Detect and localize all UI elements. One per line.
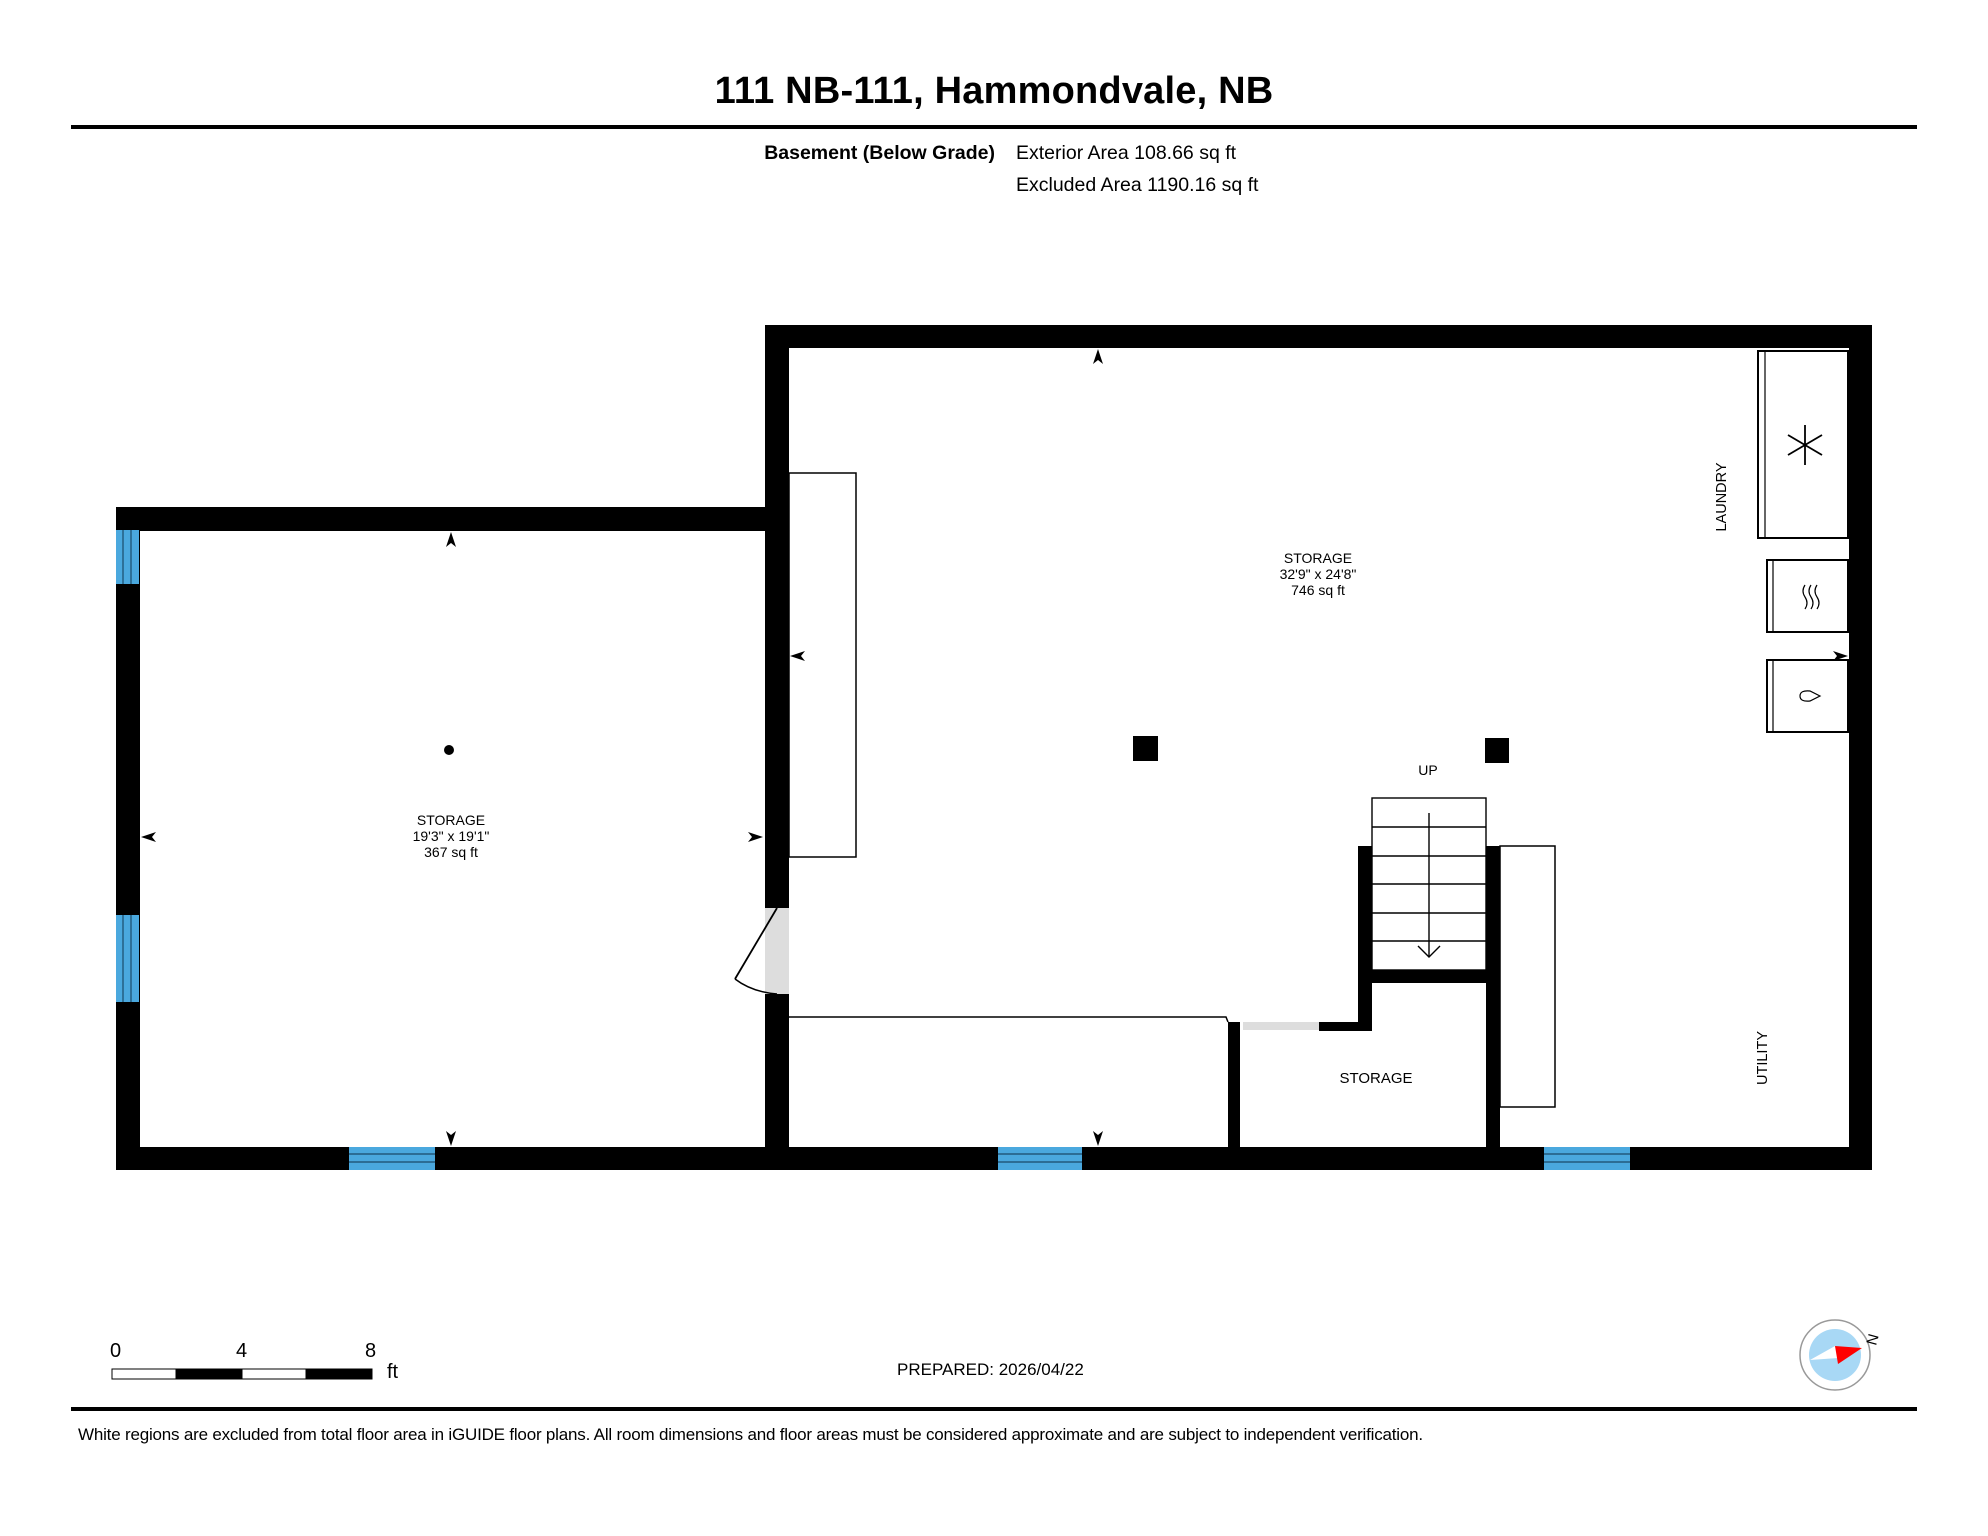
svg-text:STORAGE: STORAGE	[417, 812, 485, 828]
window	[349, 1147, 435, 1170]
window	[116, 915, 139, 1002]
compass-needle-icon	[1835, 1346, 1862, 1364]
wall-stair-right	[1486, 846, 1500, 1151]
stairs-label: UP	[1418, 762, 1437, 778]
walls	[116, 325, 1872, 1170]
svg-text:19'3" x 19'1": 19'3" x 19'1"	[413, 828, 490, 844]
svg-text:32'9" x 24'8": 32'9" x 24'8"	[1280, 566, 1357, 582]
wall-left	[116, 507, 140, 1170]
wall-middle-lower	[765, 994, 789, 1170]
shelf-bottom-line	[789, 1016, 1229, 1023]
scale-tick-8: 8	[365, 1340, 377, 1362]
svg-text:367 sq ft: 367 sq ft	[424, 844, 478, 860]
windows	[116, 530, 1630, 1170]
wall-top-right	[765, 325, 1872, 348]
scale-tick-4: 4	[236, 1340, 248, 1362]
prepared-date: PREPARED: 2026/04/22	[897, 1360, 1084, 1379]
disclaimer: White regions are excluded from total fl…	[78, 1425, 1423, 1444]
snowflake-icon	[1787, 425, 1823, 465]
property-title: 111 NB-111, Hammondvale, NB	[714, 70, 1274, 112]
door-swing	[734, 907, 789, 995]
column	[1133, 736, 1158, 761]
heat-waves-icon	[1802, 584, 1820, 610]
scale-bar	[111, 1368, 373, 1380]
shelf-left	[788, 472, 857, 858]
room-storage-2: STORAGE 32'9" x 24'8" 746 sq ft	[1280, 550, 1357, 598]
wall-bottom	[116, 1147, 1872, 1170]
room-laundry: LAUNDRY	[1714, 462, 1730, 531]
exterior-area: Exterior Area 108.66 sq ft	[1016, 142, 1237, 164]
column	[1485, 738, 1509, 763]
dimension-arrows	[141, 349, 1848, 1146]
dryer	[1766, 559, 1849, 633]
window	[998, 1147, 1082, 1170]
svg-text:746 sq ft: 746 sq ft	[1291, 582, 1345, 598]
wall-storage-left	[1228, 1022, 1240, 1152]
svg-text:STORAGE: STORAGE	[1284, 550, 1352, 566]
compass: N	[1799, 1319, 1883, 1391]
header-rule	[71, 125, 1917, 129]
wall-under-stairs	[1372, 970, 1489, 983]
wall-storage-top	[1319, 1022, 1372, 1031]
staircase	[1371, 797, 1487, 971]
room-storage-3: STORAGE	[1339, 1070, 1412, 1087]
scale-unit: ft	[387, 1361, 399, 1383]
svg-text:N: N	[1863, 1332, 1882, 1347]
door-opening	[1243, 1022, 1319, 1030]
shelf-right	[1499, 845, 1556, 1108]
window	[116, 530, 139, 584]
floor-name: Basement (Below Grade)	[764, 142, 995, 164]
water-drop-icon	[1799, 690, 1822, 702]
washer	[1766, 659, 1849, 733]
footer-rule	[71, 1407, 1917, 1411]
wall-right	[1849, 325, 1872, 1170]
wall-middle-upper	[765, 325, 789, 908]
freezer	[1757, 350, 1849, 539]
scale-tick-0: 0	[110, 1340, 122, 1362]
room-storage-1: STORAGE 19'3" x 19'1" 367 sq ft	[413, 812, 490, 860]
wall-top-left	[116, 507, 789, 531]
center-dot	[444, 745, 454, 755]
window	[1544, 1147, 1630, 1170]
room-utility: UTILITY	[1755, 1031, 1771, 1085]
excluded-area: Excluded Area 1190.16 sq ft	[1016, 174, 1259, 196]
wall-stair-left	[1358, 846, 1372, 1031]
